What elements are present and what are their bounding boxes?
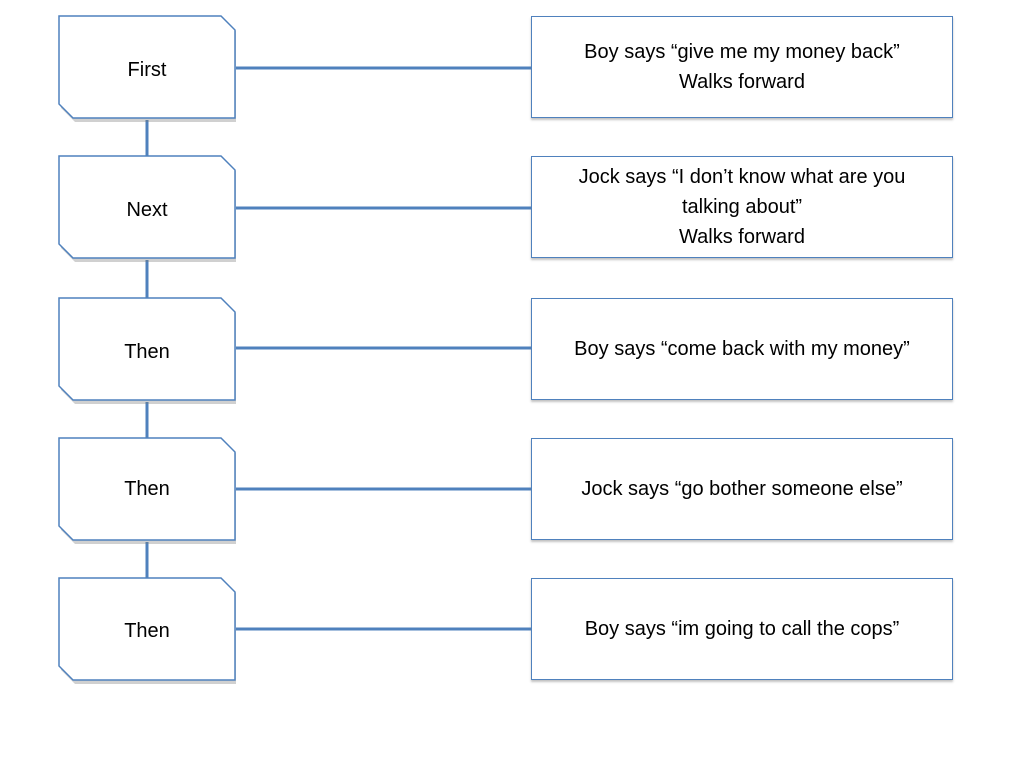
step-detail-box: Boy says “come back with my money” [531,298,953,400]
step-row-2: Next Jock says “I don’t know what are yo… [0,155,1024,262]
step-detail-line: Walks forward [679,226,805,248]
step-row-5: Then Boy says “im going to call the cops… [0,577,1024,684]
step-row-3: Then Boy says “come back with my money” [0,297,1024,404]
step-detail-box: Jock says “I don’t know what are you talk… [531,156,953,258]
step-detail-line: Jock says “go bother someone else” [581,478,903,500]
step-detail-line: Jock says “I don’t know what are you [578,166,906,188]
step-row-4: Then Jock says “go bother someone else” [0,437,1024,544]
step-label-box: First [58,15,236,122]
step-label: Then [124,478,170,500]
snipped-corner-shape [58,577,236,684]
snipped-corner-shape [58,155,236,262]
step-detail-line: talking about” [681,196,803,218]
snipped-corner-shape [58,437,236,544]
step-label-box: Then [58,577,236,684]
step-row-1: First Boy says “give me my money back” Wa… [0,15,1024,122]
step-detail-box: Boy says “give me my money back” Walks fo… [531,16,953,118]
step-detail-line: Walks forward [679,71,805,93]
step-detail-line: Boy says “come back with my money” [574,338,910,360]
snipped-corner-shape [58,297,236,404]
step-label-box: Next [58,155,236,262]
step-detail-line: Boy says “im going to call the cops” [584,618,900,640]
step-label-box: Then [58,297,236,404]
snipped-corner-shape [58,15,236,122]
step-detail-box: Jock says “go bother someone else” [531,438,953,540]
step-label: Then [124,341,170,363]
step-detail-line: Boy says “give me my money back” [584,41,900,63]
step-label: Then [124,620,170,642]
step-label: Next [126,199,168,221]
step-label: First [127,59,167,81]
step-label-box: Then [58,437,236,544]
step-detail-box: Boy says “im going to call the cops” [531,578,953,680]
